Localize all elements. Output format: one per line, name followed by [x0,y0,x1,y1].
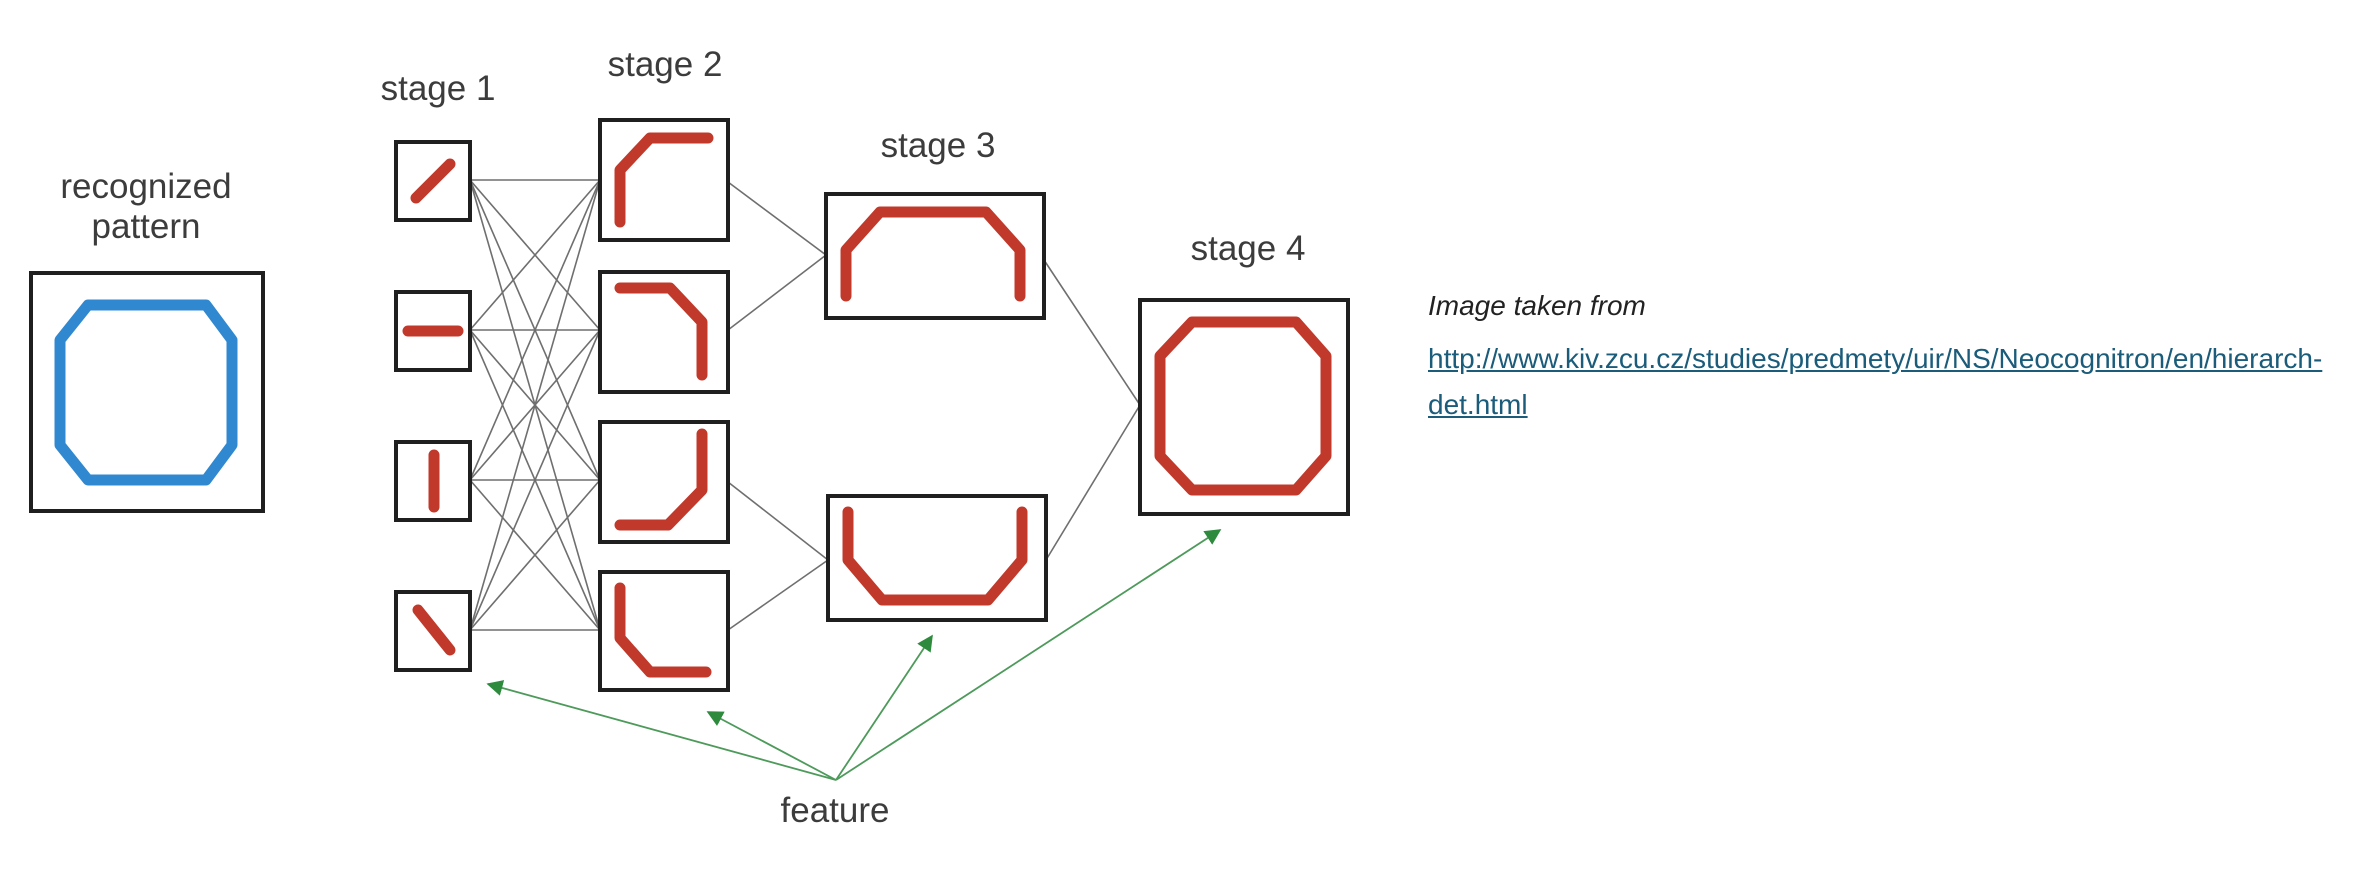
feature-arrows [486,529,1222,781]
recognized-label-line1: recognized [60,167,231,206]
stage1-feature-horizontal [394,290,472,372]
stage1-feature-diagonal-falling [394,590,472,672]
neocognitron-diagram: recognized pattern stage 1 stage 2 stage… [29,45,1350,830]
stage1-label: stage 1 [381,69,496,108]
stage2-label: stage 2 [608,45,723,84]
image-source-caption: Image taken from http://www.kiv.zcu.cz/s… [1428,290,2328,428]
stage2-feature-top-right-corner [598,270,730,394]
source-link[interactable]: http://www.kiv.zcu.cz/studies/predmety/u… [1428,343,2323,420]
stage1-to-stage2-connections [469,179,601,631]
stage1-feature-diagonal-rising [394,140,472,222]
recognized-label-line2: pattern [92,207,201,246]
stage3-label: stage 3 [881,126,996,165]
stage4-full-octagon [1138,298,1350,516]
feature-label: feature [781,791,890,830]
stage4-label: stage 4 [1191,229,1306,268]
stage2-feature-bottom-right-corner [598,420,730,544]
caption-intro: Image taken from [1428,290,1646,321]
stage2-feature-top-left-corner [598,118,730,242]
recognized-pattern-box [29,271,265,513]
stage2-feature-bottom-left-corner [598,570,730,692]
stage2-to-stage4-connections [727,181,1141,631]
stage1-feature-vertical [394,440,472,522]
stage3-feature-top-arch [824,192,1046,320]
stage3-feature-bottom-arch [826,494,1048,622]
